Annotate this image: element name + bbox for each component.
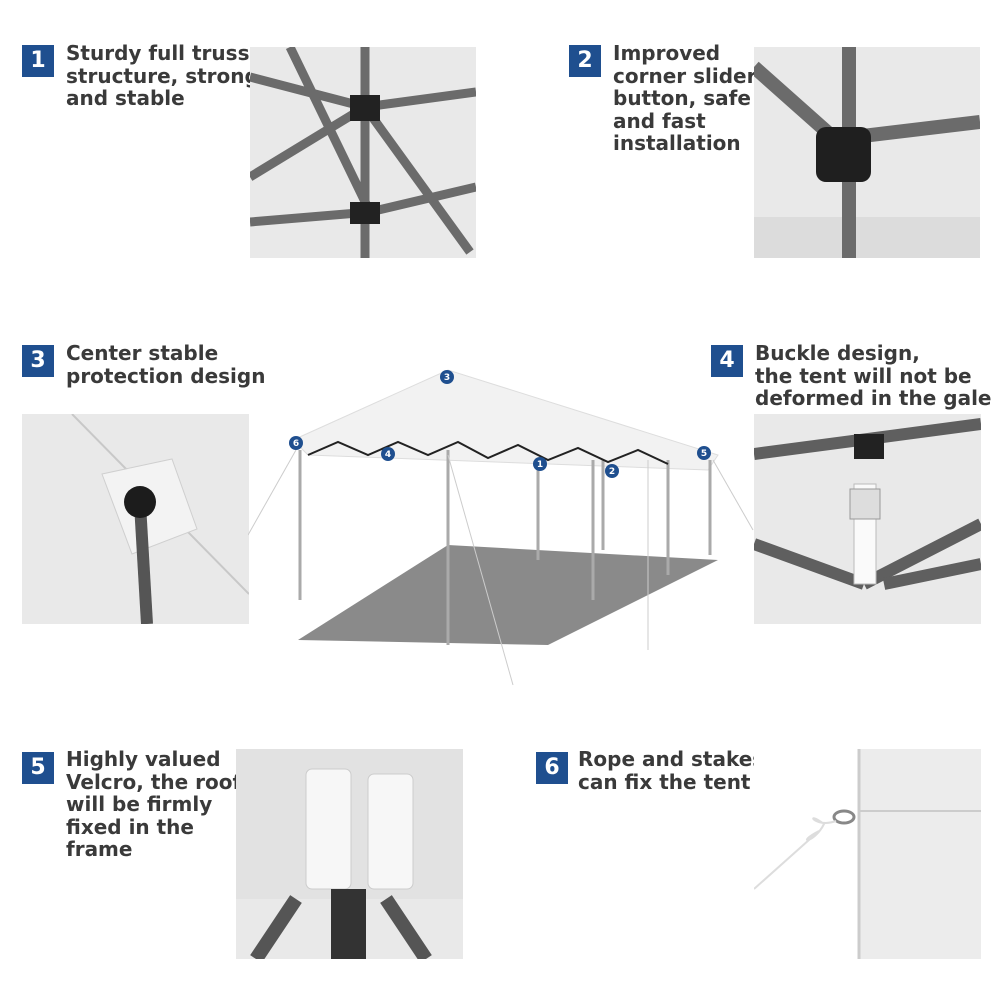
center-protection-photo [22,414,249,624]
svg-text:6: 6 [293,439,299,449]
truss-structure-photo [250,47,476,258]
feature-6-caption: Rope and stakes can fix the tent [578,747,765,794]
feature-3-caption: Center stable protection design [66,341,266,388]
svg-text:1: 1 [537,460,543,470]
svg-text:2: 2 [609,467,615,477]
feature-1-caption: Sturdy full truss structure, strong and … [66,41,259,110]
svg-text:5: 5 [701,449,707,459]
tent-overview-illustration: 3 6 4 1 2 5 [247,360,758,690]
feature-2-badge: 2 [569,45,601,77]
feature-6-badge: 6 [536,752,568,784]
feature-5-badge: 5 [22,752,54,784]
velcro-photo [236,749,463,959]
rope-stakes-photo [754,749,981,959]
feature-4-caption: Buckle design, the tent will not be defo… [755,341,992,410]
buckle-photo [754,414,981,624]
feature-2-caption: Improved corner slider button, safe and … [613,41,757,155]
svg-text:3: 3 [444,373,450,383]
feature-5-caption: Highly valued Velcro, the roof will be f… [66,747,242,861]
feature-4-badge: 4 [711,345,743,377]
corner-slider-photo [754,47,980,258]
svg-text:4: 4 [385,450,391,460]
feature-3-badge: 3 [22,345,54,377]
feature-1-badge: 1 [22,45,54,77]
